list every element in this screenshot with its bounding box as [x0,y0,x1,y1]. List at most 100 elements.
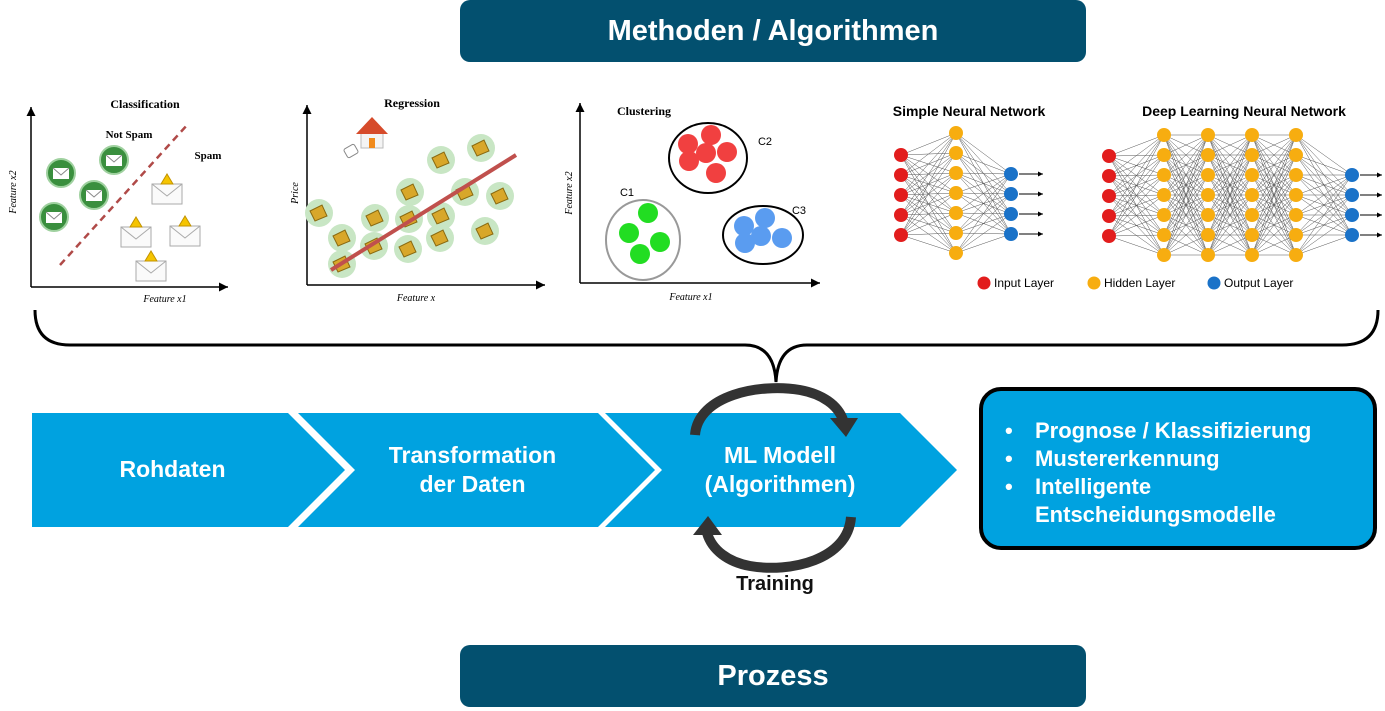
hidden-node [1289,248,1303,262]
cluster-point [701,125,721,145]
cluster-point [755,208,775,228]
cluster-point [706,163,726,183]
methods-banner: Methoden / Algorithmen [460,0,1086,62]
hidden-node [1201,188,1215,202]
hidden-node [1201,128,1215,142]
price-point [467,134,495,162]
hidden-node [1157,188,1171,202]
regression-xlabel: Feature x [396,293,436,304]
cluster-c2-label: C2 [758,136,772,148]
envelope-icon [39,202,69,232]
hidden-node [1157,208,1171,222]
spam-envelope-icon [169,215,201,247]
hidden-node [1245,228,1259,242]
bullet-icon: • [1005,446,1013,471]
process-banner-title: Prozess [717,659,829,692]
results-list: • Prognose / Klassifizierung •Mustererken… [1005,417,1363,529]
spam-envelope-icon [120,216,152,248]
cluster-c3-label: C3 [792,205,806,217]
cluster-c1-boundary [605,199,681,281]
hidden-node [1245,248,1259,262]
cluster-c3-boundary [722,205,804,265]
hidden-node [949,206,963,220]
input-node [894,228,908,242]
classification-xlabel: Feature x1 [142,294,186,305]
step-rohdaten-label: Rohdaten [119,456,226,482]
input-node [894,168,908,182]
result-item-text: Intelligente Entscheidungsmodelle [1035,474,1276,527]
legend-hidden-marker [1087,276,1101,290]
clustering-xlabel: Feature x1 [668,292,712,303]
legend-output-marker [1207,276,1221,290]
spam-envelope-icon [151,173,183,205]
cluster-point [734,216,754,236]
regression-ylabel: Price [290,182,301,205]
step-transformation-line-1: Transformation [388,442,557,468]
hidden-node [1157,148,1171,162]
methods-banner-title: Methoden / Algorithmen [607,14,939,47]
hidden-node [1245,168,1259,182]
hidden-node [1201,228,1215,242]
step-transformation-line-2: der Daten [419,471,526,497]
cluster-point [630,244,650,264]
hidden-node [1157,128,1171,142]
regression-line [329,153,518,272]
price-point [471,217,499,245]
training-arrowhead-top [830,418,858,437]
classification-ylabel: Feature x2 [8,170,19,214]
price-point [486,182,514,210]
hidden-node [1289,228,1303,242]
step-transformation-label: Transformation der Daten [360,441,585,499]
output-node [1345,228,1359,242]
input-node [1102,229,1116,243]
input-node [1102,189,1116,203]
step-model-line-2: (Algorithmen) [704,471,856,497]
spam-envelope-icon [135,250,167,282]
methods-brace [33,309,1380,383]
hidden-node [1289,168,1303,182]
hidden-node [1289,128,1303,142]
input-node [894,148,908,162]
step-rohdaten-chevron [32,413,345,527]
hidden-node [1289,208,1303,222]
cluster-c2-boundary [668,122,748,194]
hidden-node [949,186,963,200]
process-banner: Prozess [460,645,1086,707]
result-item-text: Prognose / Klassifizierung [1035,418,1312,443]
legend-output-label: Output Layer [1224,276,1293,290]
simple-nn-panel: Simple Neural Network [893,103,1045,260]
legend-hidden-label: Hidden Layer [1104,276,1175,290]
cluster-point [679,151,699,171]
hidden-node [949,146,963,160]
price-point [427,146,455,174]
legend-input-marker [977,276,991,290]
output-node [1345,168,1359,182]
hidden-node [1245,208,1259,222]
input-node [894,208,908,222]
price-point [396,178,424,206]
hidden-node [1157,248,1171,262]
bullet-icon: • [1005,418,1013,443]
hidden-node [949,246,963,260]
not-spam-emails [39,145,129,232]
cluster-points [619,125,792,264]
training-arrowhead-bottom [693,516,722,535]
envelope-icon [79,180,109,210]
hidden-node [1201,148,1215,162]
result-item: •Mustererkennung [1005,445,1363,473]
envelope-icon [46,158,76,188]
hidden-node [949,166,963,180]
cluster-point [619,223,639,243]
training-cycle-top [690,383,848,436]
legend-input-label: Input Layer [994,276,1054,290]
hidden-node [1157,168,1171,182]
input-node [1102,169,1116,183]
step-model-label: ML Modell (Algorithmen) [670,441,890,499]
cluster-point [638,203,658,223]
clustering-ylabel: Feature x2 [564,171,575,215]
cluster-point [678,134,698,154]
output-node [1004,207,1018,221]
step-model-chevron [605,413,957,527]
cluster-point [751,226,771,246]
